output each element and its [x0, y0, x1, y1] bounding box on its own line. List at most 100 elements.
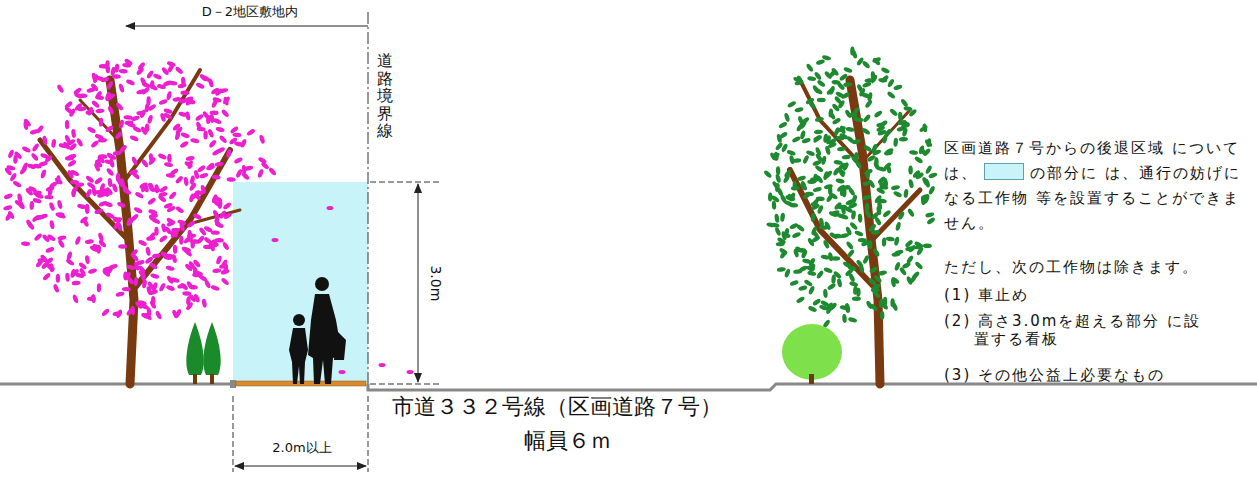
leaf-mark: [882, 237, 887, 246]
leaf-mark: [914, 243, 924, 250]
leaf-mark: [841, 154, 850, 159]
leaf-mark: [899, 137, 908, 142]
leaf-mark: [32, 197, 42, 204]
leaf-mark: [807, 305, 817, 313]
leaf-mark: [158, 282, 166, 292]
leaf-mark: [33, 190, 42, 195]
leaf-mark: [824, 221, 832, 231]
leaf-mark: [223, 212, 233, 221]
leaf-mark: [897, 211, 905, 221]
leaf-mark: [160, 250, 170, 258]
leaf-mark: [146, 96, 151, 105]
leaf-mark: [259, 134, 266, 144]
leaf-mark: [837, 146, 846, 151]
leaf-mark: [139, 109, 147, 119]
leaf-mark: [107, 105, 115, 115]
leaf-mark: [796, 224, 806, 233]
leaf-mark: [229, 125, 239, 134]
leaf-mark: [166, 205, 176, 213]
leaf-mark: [150, 273, 160, 280]
leaf-mark: [836, 81, 845, 91]
leaf-mark: [98, 118, 103, 127]
leaf-mark: [195, 113, 205, 122]
leaf-mark: [75, 182, 85, 188]
leaf-mark: [824, 145, 831, 155]
leaf-mark: [791, 231, 801, 239]
leaf-mark: [147, 103, 157, 112]
leaf-mark: [168, 191, 177, 201]
leaf-mark: [181, 246, 191, 255]
leaf-mark: [798, 265, 808, 273]
leaf-mark: [105, 167, 114, 177]
leaf-mark: [77, 106, 87, 112]
tree-foliage: [763, 47, 938, 329]
leaf-mark: [877, 198, 887, 204]
leaf-mark: [65, 156, 74, 161]
leaf-mark: [167, 154, 172, 163]
leaf-mark: [141, 279, 147, 289]
leaf-mark: [192, 212, 202, 220]
leaf-mark: [134, 191, 144, 199]
leaf-mark: [862, 194, 872, 201]
leaf-mark: [853, 152, 858, 161]
leaf-mark: [268, 167, 277, 177]
leaf-mark: [115, 291, 125, 298]
leaf-mark: [800, 249, 808, 259]
leaf-mark: [42, 272, 52, 281]
leaf-mark: [211, 174, 221, 180]
leaf-mark: [56, 213, 66, 220]
leaf-mark: [823, 183, 833, 190]
leaf-mark: [848, 317, 858, 324]
leaf-mark: [784, 268, 791, 278]
leaf-mark: [87, 296, 96, 301]
leaf-mark: [4, 167, 13, 177]
leaf-mark: [763, 169, 773, 178]
leaf-mark: [49, 220, 55, 230]
leaf-mark: [172, 97, 181, 102]
leaf-mark: [863, 168, 873, 176]
leaf-mark: [145, 246, 151, 256]
leaf-mark: [847, 265, 857, 272]
leaf-mark: [87, 106, 94, 116]
leaf-mark: [825, 193, 834, 203]
leaf-mark: [926, 216, 936, 225]
leaf-mark: [796, 296, 806, 305]
leaf-mark: [215, 255, 222, 265]
leaf-mark: [103, 201, 113, 208]
leaf-mark: [891, 185, 901, 191]
leaf-mark: [206, 115, 211, 124]
leaf-mark: [839, 213, 849, 220]
leaf-mark: [188, 233, 193, 242]
leaf-mark: [166, 284, 176, 291]
leaf-mark: [827, 282, 837, 291]
leaf-mark: [138, 239, 148, 247]
leaf-mark: [138, 269, 147, 279]
leaf-mark: [152, 73, 162, 81]
leaf-mark: [154, 227, 159, 236]
leaf-mark: [177, 283, 187, 289]
leaf-mark: [140, 158, 149, 168]
leaf-mark: [190, 138, 200, 144]
leaf-mark: [140, 312, 150, 320]
falling-petal: [272, 238, 279, 242]
leaf-mark: [893, 190, 903, 198]
leaf-mark: [823, 267, 833, 274]
leaf-mark: [107, 178, 112, 187]
leaf-mark: [873, 161, 881, 171]
leaf-mark: [845, 240, 854, 250]
leaf-mark: [777, 267, 787, 273]
leaf-mark: [94, 176, 104, 185]
leaf-mark: [817, 204, 825, 214]
leaf-mark: [871, 230, 881, 236]
leaf-mark: [131, 156, 139, 166]
leaf-mark: [869, 266, 879, 274]
leaf-mark: [210, 284, 220, 291]
leaf-mark: [862, 255, 870, 265]
leaf-mark: [104, 159, 114, 166]
leaf-mark: [146, 236, 155, 241]
leaf-mark: [218, 200, 223, 209]
leaf-mark: [184, 160, 194, 169]
leaf-mark: [791, 185, 800, 190]
leaf-mark: [829, 231, 839, 240]
leaf-mark: [854, 230, 864, 237]
